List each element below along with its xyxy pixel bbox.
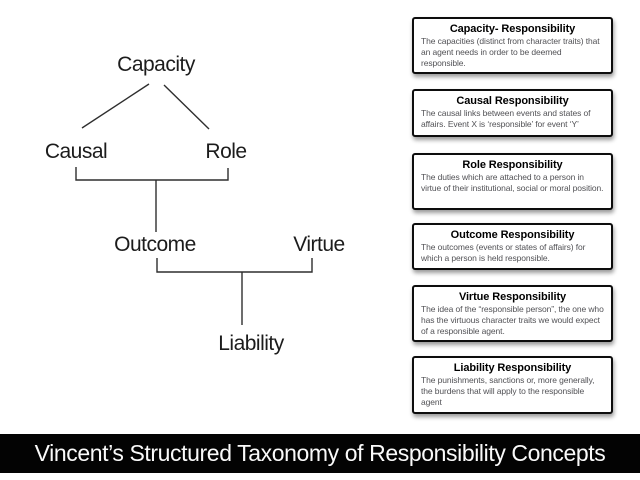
tree-node-virtue: Virtue [293, 233, 345, 256]
info-box-role-responsibility: Role Responsibility The duties which are… [412, 153, 613, 210]
info-box-liability-responsibility: Liability Responsibility The punishments… [412, 356, 613, 414]
tree-node-liability: Liability [218, 332, 284, 355]
info-box-causal-responsibility: Causal Responsibility The causal links b… [412, 89, 613, 137]
info-box-body: The idea of the “responsible person”, th… [421, 304, 604, 336]
info-box-title: Outcome Responsibility [450, 229, 575, 241]
info-box-body: The outcomes (events or states of affair… [421, 242, 586, 263]
tree-node-outcome: Outcome [114, 233, 196, 256]
info-box-title: Virtue Responsibility [458, 291, 567, 303]
info-box-title: Capacity- Responsibility [449, 23, 576, 35]
bracket-causal-role [75, 167, 229, 181]
info-box-virtue-responsibility: Virtue Responsibility The idea of the “r… [412, 285, 613, 342]
tree-node-role: Role [205, 140, 247, 163]
taxonomy-tree-lines [75, 83, 313, 325]
info-box-title: Role Responsibility [462, 159, 563, 171]
info-box-capacity-responsibility: Capacity- Responsibility The capacities … [412, 17, 613, 74]
tree-node-capacity: Capacity [117, 53, 195, 76]
info-box-body: The capacities (distinct from character … [421, 36, 600, 68]
edge-capacity-causal [81, 83, 150, 129]
info-box-body: The causal links between events and stat… [421, 108, 591, 129]
info-box-outcome-responsibility: Outcome Responsibility The outcomes (eve… [412, 223, 613, 270]
footer-bar: Vincent’s Structured Taxonomy of Respons… [0, 434, 640, 473]
footer-title: Vincent’s Structured Taxonomy of Respons… [34, 440, 606, 466]
bracket-outcome-virtue [156, 258, 313, 273]
edge-capacity-role [163, 84, 210, 130]
info-box-body: The duties which are attached to a perso… [421, 172, 604, 193]
info-box-title: Causal Responsibility [456, 95, 569, 107]
tree-node-causal: Causal [44, 140, 108, 163]
info-box-body: The punishments, sanctions or, more gene… [421, 375, 595, 407]
info-box-title: Liability Responsibility [453, 362, 572, 374]
